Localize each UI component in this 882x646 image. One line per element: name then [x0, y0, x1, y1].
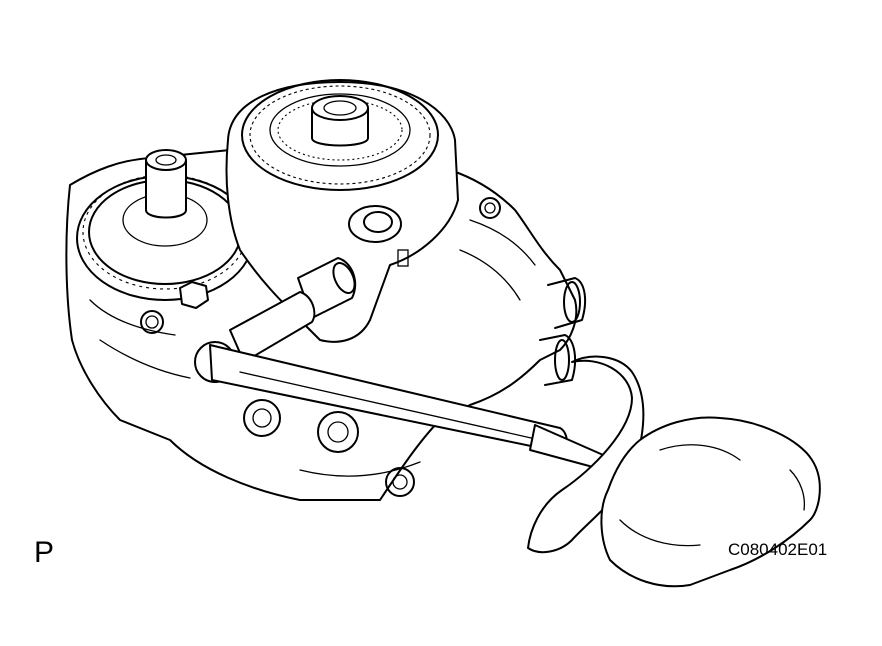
- transmission-case: [65, 148, 587, 501]
- view-label: P: [34, 536, 55, 569]
- hand: [600, 416, 821, 588]
- torque-wrench: [194, 341, 645, 554]
- figure-code: C080402E01: [728, 540, 828, 559]
- synchronizer-gear: [225, 79, 459, 343]
- socket-extension: [229, 257, 357, 363]
